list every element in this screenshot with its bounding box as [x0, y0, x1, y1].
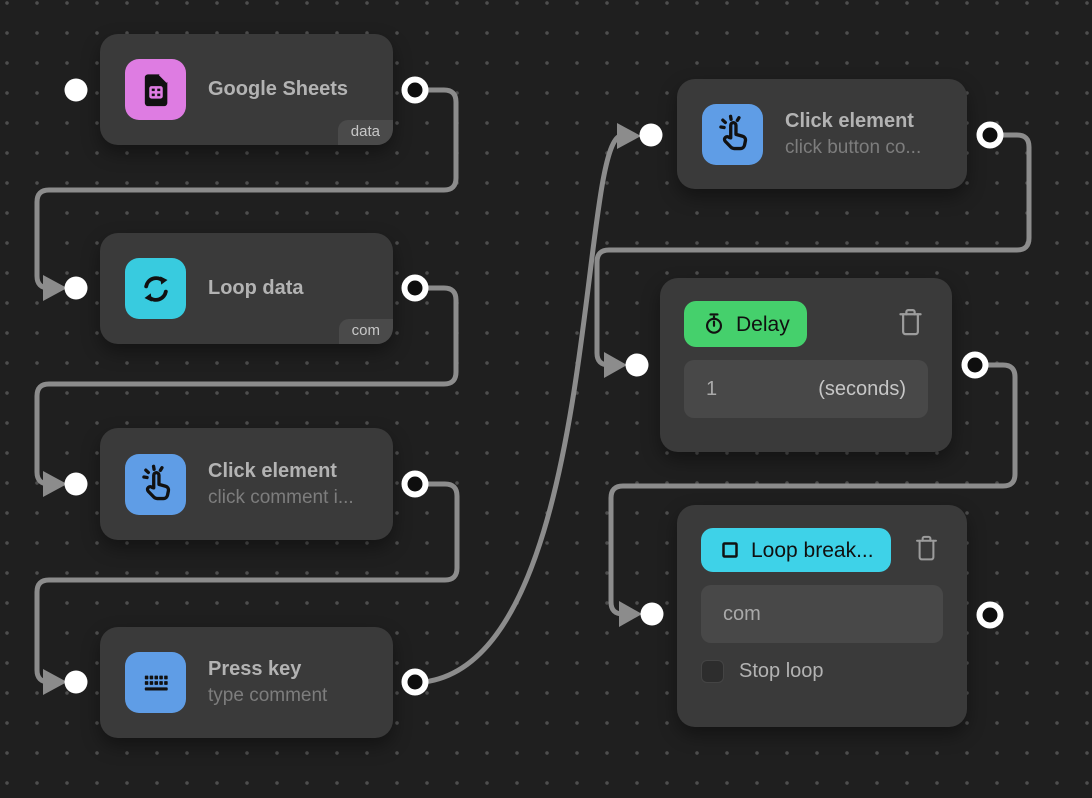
tap-icon	[702, 103, 763, 165]
arrowhead	[43, 471, 67, 497]
input-port-press-key[interactable]	[64, 670, 88, 694]
node-loop-data[interactable]: Loop data com	[100, 233, 393, 344]
input-port-loop-break[interactable]	[640, 602, 664, 626]
node-title: Google Sheets	[208, 78, 349, 100]
wire-click1-to-presskey	[34, 481, 460, 685]
input-port-loop-data[interactable]	[64, 276, 88, 300]
arrowhead	[43, 275, 67, 301]
node-title: Click element	[785, 109, 914, 132]
node-press-key[interactable]: Press key type comment	[100, 627, 393, 738]
input-port-google-sheets[interactable]	[64, 78, 88, 102]
output-port-delay[interactable]	[961, 351, 989, 379]
keyboard-icon	[125, 652, 186, 713]
delay-seconds-input[interactable]	[706, 377, 819, 401]
arrowhead	[43, 669, 67, 695]
node-badge: data	[337, 120, 393, 145]
node-title: Loop data	[208, 277, 304, 299]
output-port-click-element-1[interactable]	[401, 470, 429, 498]
node-subtitle: click comment i...	[208, 486, 354, 508]
loop-break-step-label: Loop break...	[751, 538, 874, 562]
node-click-element-1[interactable]: Click element click comment i...	[100, 428, 393, 540]
output-port-click-element-2[interactable]	[976, 121, 1004, 149]
node-google-sheets[interactable]: Google Sheets data	[100, 34, 393, 145]
node-click-element-2[interactable]: Click element click button co...	[677, 79, 967, 189]
loop-break-value-input[interactable]	[723, 602, 921, 626]
delete-step-button[interactable]	[893, 303, 928, 344]
arrowhead	[617, 123, 641, 149]
input-port-click-element-2[interactable]	[639, 123, 663, 147]
spreadsheet-icon	[125, 59, 186, 120]
delete-step-button[interactable]	[910, 530, 943, 569]
stop-loop-label: Stop loop	[739, 660, 824, 682]
stopwatch-icon	[701, 311, 727, 337]
stop-square-icon	[718, 538, 742, 562]
node-badge: com	[338, 319, 393, 344]
delay-step-label: Delay	[736, 312, 790, 336]
node-title: Press key	[208, 658, 302, 681]
loop-break-step-button[interactable]: Loop break...	[701, 528, 891, 572]
delay-step-button[interactable]: Delay	[684, 301, 807, 347]
trash-icon	[912, 532, 941, 564]
node-subtitle: click button co...	[785, 136, 922, 158]
wire-click2-to-delay	[594, 132, 1032, 368]
delay-unit-label: (seconds)	[818, 377, 906, 400]
tap-icon	[125, 453, 186, 515]
wire-delay-to-loopbreak	[608, 362, 1018, 617]
input-port-delay[interactable]	[625, 353, 649, 377]
output-port-google-sheets[interactable]	[401, 76, 429, 104]
node-delay[interactable]: Delay (seconds)	[660, 278, 952, 452]
input-port-click-element-1[interactable]	[64, 472, 88, 496]
node-loop-break[interactable]: Loop break... Stop loop	[677, 505, 967, 727]
node-subtitle: type comment	[208, 685, 328, 707]
loop-icon	[125, 258, 186, 319]
delay-seconds-field[interactable]: (seconds)	[684, 360, 928, 418]
output-port-loop-break[interactable]	[976, 601, 1004, 629]
wire-presskey-to-click2	[421, 133, 623, 685]
stop-loop-checkbox[interactable]	[701, 660, 724, 683]
output-port-press-key[interactable]	[401, 668, 429, 696]
node-title: Click element	[208, 459, 337, 482]
output-port-loop-data[interactable]	[401, 274, 429, 302]
trash-icon	[895, 305, 926, 339]
arrowhead	[619, 601, 642, 627]
wire-sheets-to-loopdata	[34, 87, 459, 291]
wire-loopdata-to-click1	[34, 285, 459, 487]
arrowhead	[604, 352, 627, 378]
loop-break-value-field[interactable]	[701, 585, 943, 643]
